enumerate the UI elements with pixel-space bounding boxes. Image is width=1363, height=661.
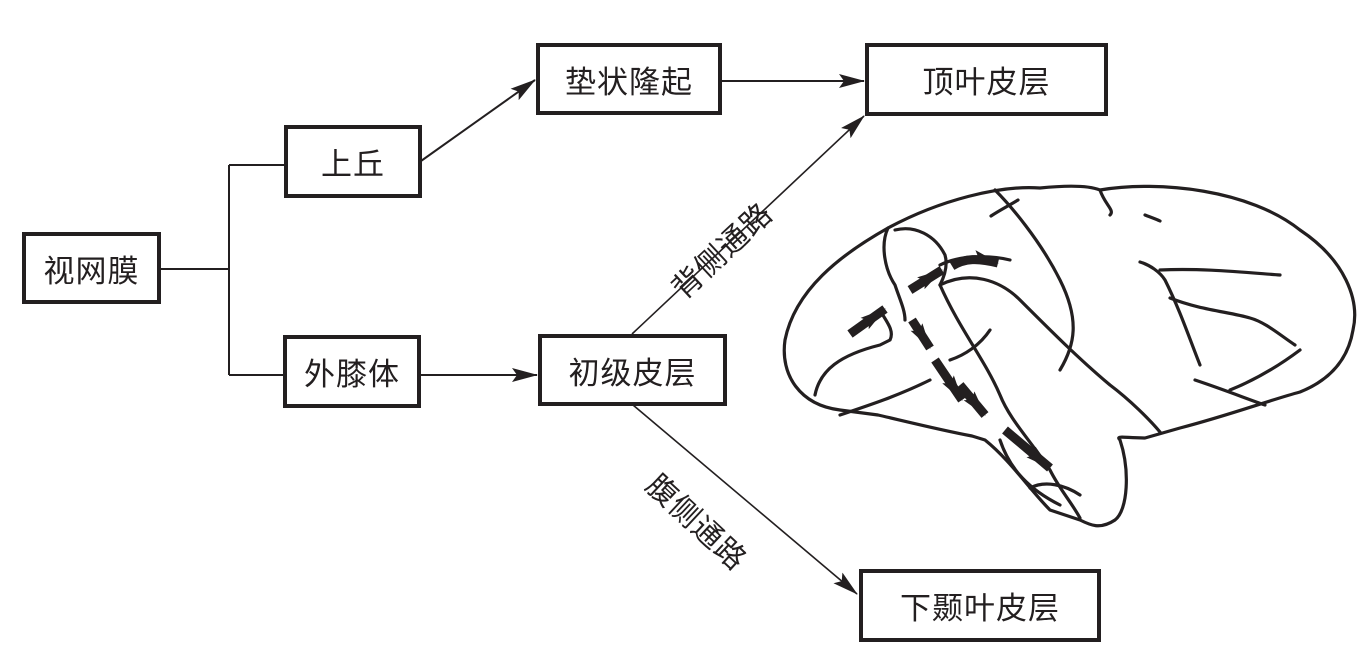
node-parietal-cortex-label: 顶叶皮层 [922,65,1051,101]
node-inferotemporal-cortex-label: 下颞叶皮层 [900,591,1060,627]
node-primary-cortex: 初级皮层 [538,334,727,406]
brain-arrow-ventral [1002,426,1053,472]
brain-arrow-down-3 [956,382,989,418]
node-pulvinar-label: 垫状隆起 [565,64,693,101]
connector-retina-branch [160,164,284,376]
brain-arrow-down-2 [931,357,966,403]
brain-outline [782,184,1357,528]
arrow-colliculus-to-pulvinar [420,79,536,162]
brain-arrow-curve-dorsal [949,250,1000,270]
node-retina: 视网膜 [22,232,161,304]
brain-arrow-up-1 [907,266,945,294]
brain-arrow-frontal [847,305,888,338]
brain-illustration [782,184,1357,528]
node-superior-colliculus-label: 上丘 [321,147,385,183]
arrow-dorsal-pathway [631,115,865,335]
node-retina-label: 视网膜 [43,253,140,290]
node-lgn: 外膝体 [283,335,421,408]
node-superior-colliculus: 上丘 [284,125,422,198]
brain-arrow-down-1 [908,317,934,351]
node-lgn-label: 外膝体 [304,357,400,393]
brain-pathway-arrows [847,250,1053,472]
node-pulvinar: 垫状隆起 [536,43,722,115]
node-primary-cortex-label: 初级皮层 [568,355,697,392]
node-parietal-cortex: 顶叶皮层 [865,43,1108,116]
node-inferotemporal-cortex: 下颞叶皮层 [859,569,1101,642]
arrow-ventral-pathway [632,404,858,595]
